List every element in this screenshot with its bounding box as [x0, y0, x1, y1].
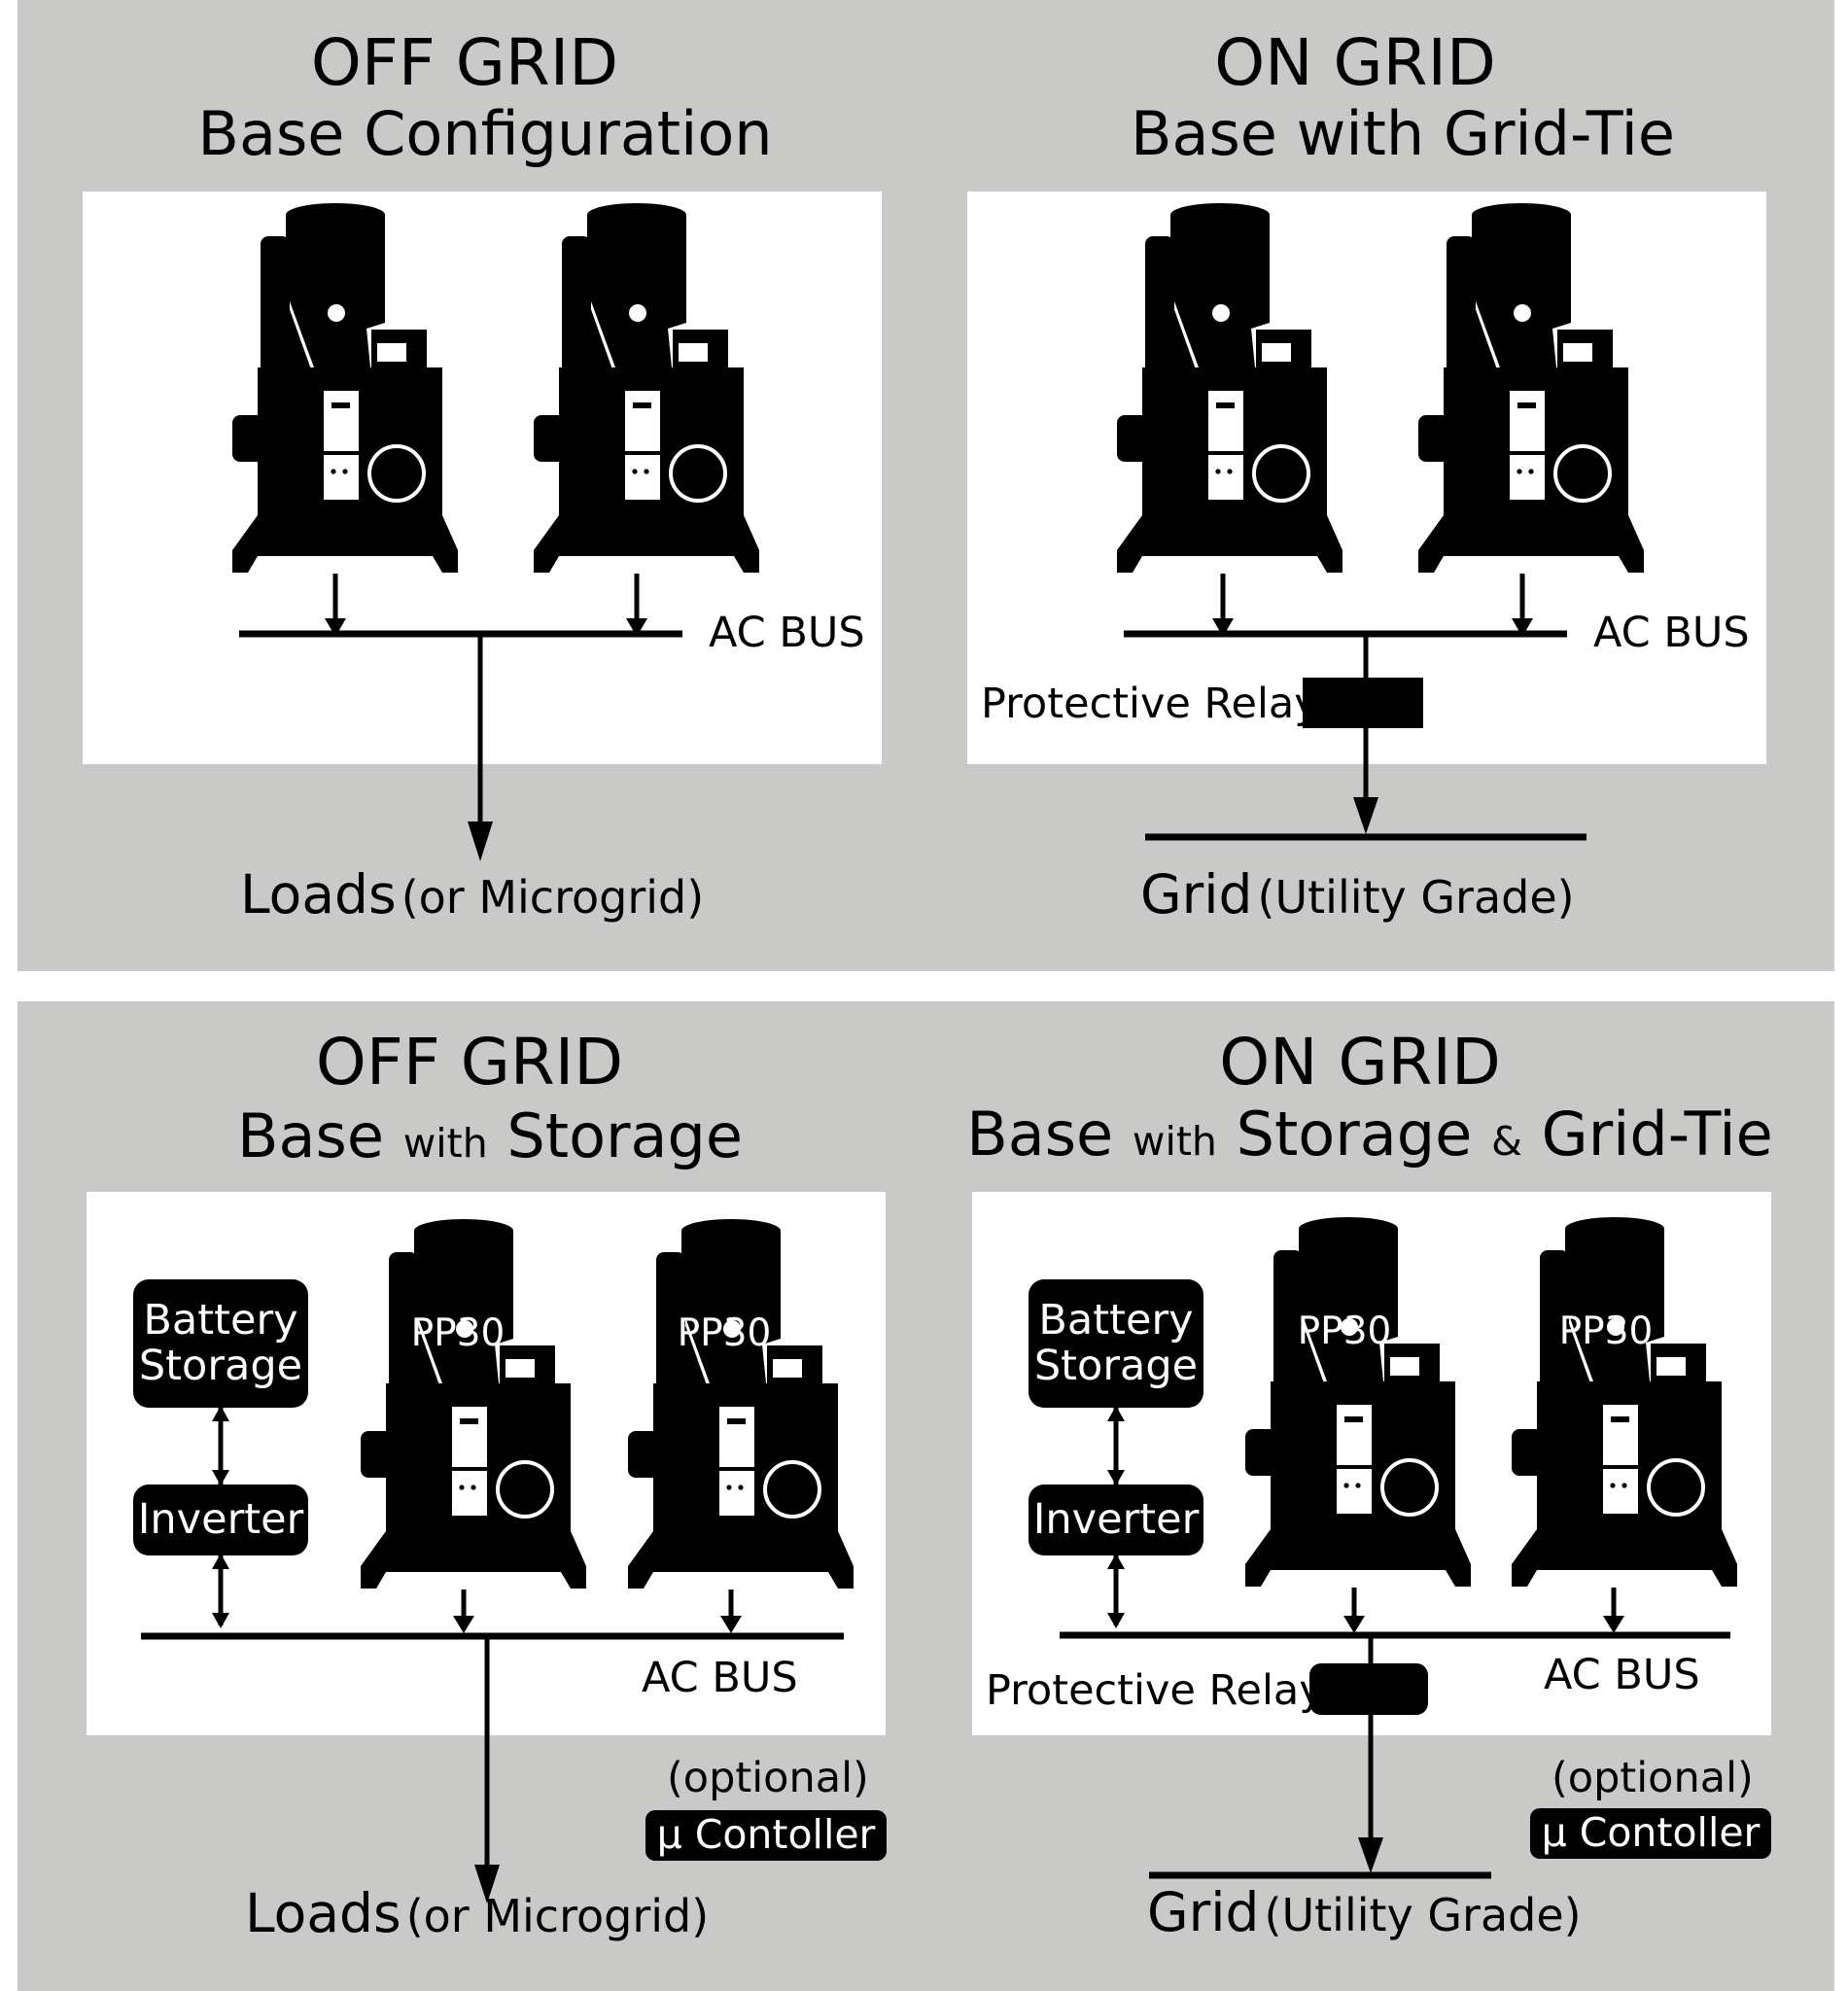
- optional-label: (optional): [1552, 1754, 1754, 1802]
- on-grid-heading: ON GRID: [1219, 1025, 1501, 1100]
- protective-relay-block: [1309, 1663, 1428, 1715]
- subheading-part: Storage: [506, 1100, 744, 1171]
- utility-grade-text: (Utility Grade): [1257, 871, 1575, 924]
- pp30-generator-icon: [1510, 1215, 1739, 1589]
- off-grid-heading: OFF GRID: [310, 25, 619, 100]
- pp30-generator-icon: [359, 1217, 588, 1590]
- pp30-label: PP30: [677, 1311, 772, 1355]
- grid-text: Grid: [1140, 863, 1253, 926]
- grid-text: Grid: [1147, 1881, 1260, 1943]
- arrowhead: [325, 618, 346, 637]
- subheading-with: with: [402, 1120, 488, 1167]
- pp30-generator-icon: [1115, 201, 1344, 575]
- inverter-block: Inverter: [133, 1485, 308, 1555]
- pp30-generator-icon: [532, 201, 761, 575]
- pp30-generator-icon: [1416, 201, 1646, 575]
- subheading-with: with: [1132, 1118, 1217, 1165]
- arrowhead: [626, 618, 647, 637]
- ac-bus-label: AC BUS: [642, 1654, 798, 1702]
- grid-output-label: Grid (Utility Grade): [1140, 868, 1575, 922]
- grid-output-label: Grid (Utility Grade): [1147, 1886, 1582, 1939]
- microgrid-text: (or Microgrid): [405, 1890, 710, 1942]
- optional-label: (optional): [667, 1754, 869, 1802]
- base-configuration-subheading: Base Configuration: [197, 98, 773, 169]
- base-with-grid-tie-subheading: Base with Grid-Tie: [1130, 98, 1676, 169]
- pp30-label: PP30: [288, 207, 387, 254]
- subheading-part: Base: [236, 1100, 384, 1171]
- utility-grade-text: (Utility Grade): [1264, 1889, 1582, 1941]
- off-grid-heading: OFF GRID: [315, 1025, 624, 1100]
- ac-bus-label: AC BUS: [1593, 609, 1750, 657]
- ac-bus-label: AC BUS: [709, 609, 865, 657]
- pp30-label: PP30: [1558, 1310, 1654, 1353]
- loads-text: Loads: [245, 1882, 401, 1944]
- pp30-generator-icon: [626, 1217, 855, 1590]
- ac-bus-label: AC BUS: [1544, 1651, 1700, 1699]
- protective-relay-block: [1303, 678, 1423, 728]
- protective-relay-label: Protective Relay: [986, 1666, 1324, 1715]
- pp30-label: PP30: [589, 207, 688, 254]
- subheading-part: Storage: [1236, 1099, 1473, 1170]
- loads-text: Loads: [240, 863, 397, 926]
- pp30-label: PP30: [410, 1311, 506, 1355]
- pp30-generator-icon: [230, 201, 460, 575]
- protective-relay-label: Protective Relay: [981, 680, 1319, 728]
- subheading-part: Grid-Tie: [1541, 1099, 1773, 1170]
- arrowhead: [468, 821, 493, 861]
- pp30-label: PP30: [1297, 1310, 1392, 1353]
- pp30-generator-icon: [1243, 1215, 1473, 1589]
- base-with-storage-grid-tie-subheading: Base with Storage & Grid-Tie: [966, 1104, 1773, 1165]
- pp30-label: PP30: [1172, 207, 1272, 254]
- micro-controller-badge: µ Contoller: [1530, 1808, 1771, 1859]
- micro-controller-badge: µ Contoller: [645, 1810, 887, 1861]
- inverter-block: Inverter: [1029, 1485, 1203, 1555]
- base-with-storage-subheading: Base with Storage: [237, 1106, 743, 1167]
- microgrid-text: (or Microgrid): [401, 871, 705, 924]
- loads-output-label: Loads (or Microgrid): [245, 1887, 709, 1940]
- subheading-part: Base: [966, 1099, 1114, 1170]
- on-grid-heading: ON GRID: [1214, 25, 1496, 100]
- loads-output-label: Loads (or Microgrid): [240, 868, 704, 922]
- subheading-amp: &: [1490, 1118, 1522, 1165]
- pp30-label: PP30: [1474, 207, 1573, 254]
